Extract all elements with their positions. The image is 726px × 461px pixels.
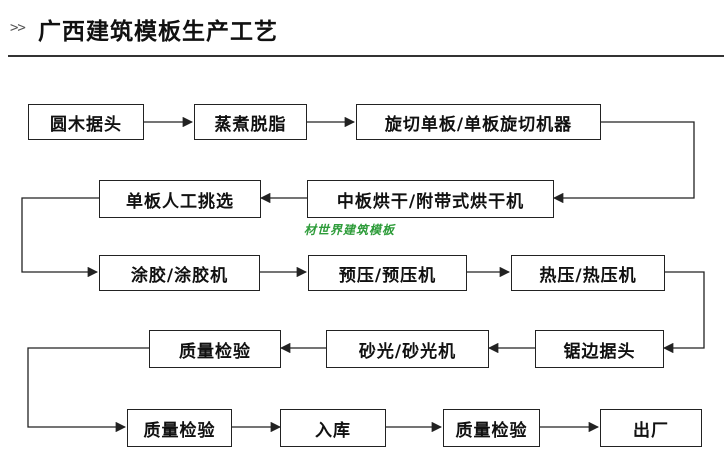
step-sanding: 砂光/砂光机 (326, 330, 489, 368)
connector-sorting-to-gluing (21, 197, 99, 278)
header: >> 广西建筑模板生产工艺 (0, 0, 726, 60)
page-title: 广西建筑模板生产工艺 (38, 18, 278, 45)
connector-rotary-to-drying (552, 121, 695, 204)
step-warehousing: 入库 (280, 409, 386, 447)
step-edge-sawing: 锯边据头 (535, 330, 664, 368)
step-steaming: 蒸煮脱脂 (194, 104, 307, 140)
step-quality-check-1: 质量检验 (149, 330, 281, 368)
watermark: 材世界建筑模板 (304, 223, 396, 237)
step-shipping: 出厂 (600, 409, 702, 447)
step-core-drying: 中板烘干/附带式烘干机 (307, 180, 554, 218)
connector-qc1-to-qc2 (27, 347, 149, 433)
step-hotpress: 热压/热压机 (511, 255, 665, 291)
step-prepress: 预压/预压机 (308, 255, 467, 291)
step-gluing: 涂胶/涂胶机 (99, 255, 260, 291)
step-quality-check-2: 质量检验 (127, 409, 232, 447)
header-divider (8, 55, 724, 57)
step-log-cutting: 圆木据头 (28, 104, 144, 140)
header-prefix-arrows: >> (10, 20, 26, 36)
connector-hotpress-to-edge (662, 271, 705, 354)
step-rotary-cutting: 旋切单板/单板旋切机器 (356, 104, 601, 140)
step-veneer-sorting: 单板人工挑选 (99, 180, 261, 218)
step-quality-check-3: 质量检验 (443, 409, 540, 447)
